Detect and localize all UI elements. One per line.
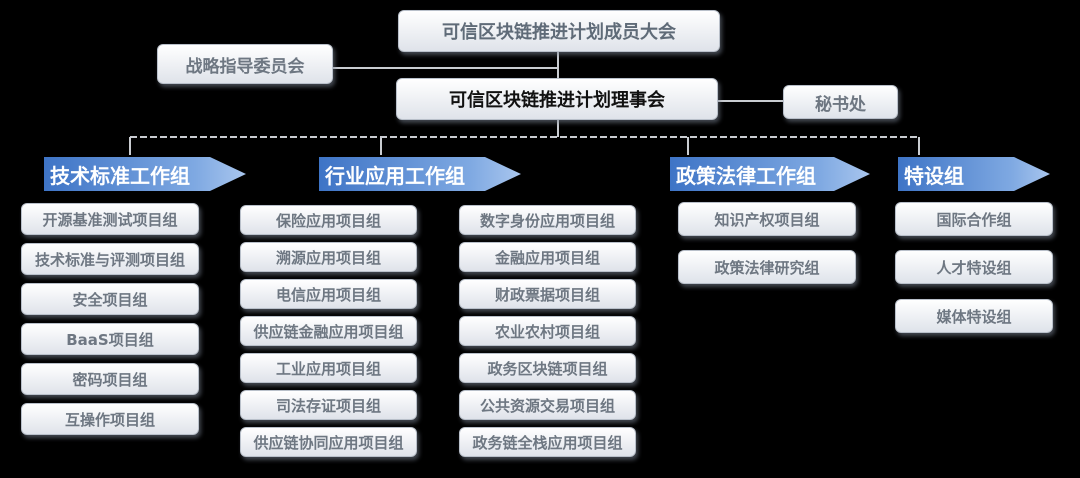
industry-item-box: 公共资源交易项目组 [459,390,636,420]
policy-law-group-header: 政策法律工作组 [670,157,870,191]
tech-item-box: 开源基准测试项目组 [21,203,199,235]
industry-item-box: 司法存证项目组 [240,390,417,420]
strategy-committee-box: 战略指导委员会 [157,44,333,84]
member-assembly-box: 可信区块链推进计划成员大会 [398,10,720,52]
special-item-box: 媒体特设组 [895,299,1053,333]
industry-item-box: 金融应用项目组 [459,242,636,272]
industry-item-box: 保险应用项目组 [240,205,417,235]
tech-standard-group-header: 技术标准工作组 [44,157,246,191]
tech-item-box: 密码项目组 [21,363,199,395]
industry-item-box: 工业应用项目组 [240,353,417,383]
policy-item-box: 知识产权项目组 [678,202,856,236]
tech-item-box: BaaS项目组 [21,323,199,355]
special-item-box: 人才特设组 [895,250,1053,284]
industry-item-box: 供应链金融应用项目组 [240,316,417,346]
special-item-box: 国际合作组 [895,202,1053,236]
industry-app-group-header: 行业应用工作组 [319,157,521,191]
tech-item-box: 技术标准与评测项目组 [21,243,199,275]
industry-item-box: 溯源应用项目组 [240,242,417,272]
industry-item-box: 供应链协同应用项目组 [240,427,417,457]
special-group-header: 特设组 [898,157,1050,191]
tech-item-box: 互操作项目组 [21,403,199,435]
tech-item-box: 安全项目组 [21,283,199,315]
policy-item-box: 政策法律研究组 [678,250,856,284]
industry-item-box: 农业农村项目组 [459,316,636,346]
council-box: 可信区块链推进计划理事会 [396,78,718,120]
industry-item-box: 政务区块链项目组 [459,353,636,383]
secretariat-box: 秘书处 [783,85,898,119]
industry-item-box: 电信应用项目组 [240,279,417,309]
industry-item-box: 财政票据项目组 [459,279,636,309]
industry-item-box: 数字身份应用项目组 [459,205,636,235]
industry-item-box: 政务链全栈应用项目组 [459,427,636,457]
